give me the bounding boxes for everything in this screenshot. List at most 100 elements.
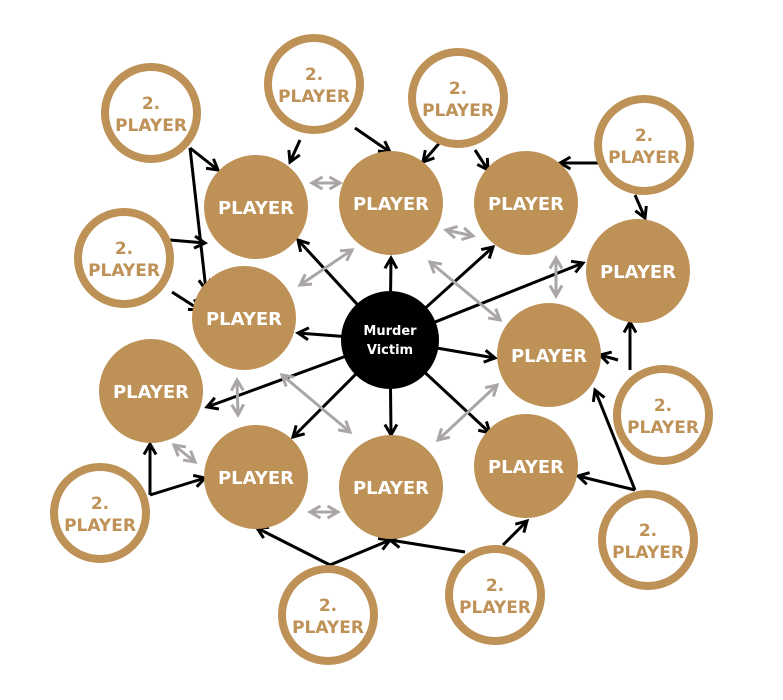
player-node: PLAYER — [586, 219, 690, 323]
player-label: PLAYER — [600, 262, 676, 283]
mutual-relationship-arrow — [427, 260, 503, 322]
secondary-player-circle — [613, 365, 713, 465]
secondary-player-number: 2. — [305, 65, 323, 85]
secondary-player-number: 2. — [449, 79, 467, 99]
secondary-player-arrow — [473, 149, 490, 173]
secondary-player-circle — [264, 34, 364, 134]
secondary-player-node: 2.PLAYER — [594, 95, 694, 195]
victim-circle — [341, 291, 439, 389]
player-circle — [99, 339, 203, 443]
secondary-player-arrow — [387, 534, 466, 554]
secondary-player-circle — [74, 208, 174, 308]
player-node: PLAYER — [339, 151, 443, 255]
secondary-player-label: PLAYER — [608, 148, 680, 168]
secondary-player-label: PLAYER — [278, 87, 350, 107]
player-circle — [204, 425, 308, 529]
player-label: PLAYER — [511, 346, 587, 367]
victim-to-player-arrow — [295, 237, 365, 312]
secondary-player-arrow — [354, 126, 393, 154]
mutual-relationship-arrow — [297, 248, 355, 287]
secondary-player-node: 2.PLAYER — [50, 463, 150, 563]
player-circle — [586, 219, 690, 323]
secondary-player-circle — [598, 490, 698, 590]
nodes-layer: PLAYER PLAYER PLAYER PLAYER PLAYER PLAYER PLAY… — [50, 34, 713, 665]
player-node: PLAYER — [204, 425, 308, 529]
secondary-player-number: 2. — [142, 94, 160, 114]
secondary-player-arrow — [254, 525, 331, 567]
player-circle — [204, 155, 308, 259]
secondary-player-arrow — [188, 147, 213, 294]
secondary-player-circle — [50, 463, 150, 563]
victim-label-line1: Murder — [363, 324, 417, 339]
player-circle — [474, 151, 578, 255]
secondary-player-node: 2.PLAYER — [408, 48, 508, 148]
mutual-relationship-arrow — [229, 376, 246, 419]
player-circle — [192, 266, 296, 370]
victim-to-player-arrow — [429, 345, 498, 364]
secondary-player-label: PLAYER — [422, 101, 494, 121]
secondary-player-label: PLAYER — [627, 418, 699, 438]
secondary-player-number: 2. — [654, 396, 672, 416]
secondary-player-arrow — [189, 146, 221, 172]
secondary-player-label: PLAYER — [115, 116, 187, 136]
mutual-relationship-arrow — [443, 224, 476, 242]
secondary-player-circle — [101, 63, 201, 163]
player-label: PLAYER — [353, 478, 429, 499]
secondary-player-node: 2.PLAYER — [445, 545, 545, 645]
secondary-player-circle — [278, 565, 378, 665]
secondary-player-circle — [408, 48, 508, 148]
player-node: PLAYER — [99, 339, 203, 443]
secondary-player-number: 2. — [486, 576, 504, 596]
secondary-player-node: 2.PLAYER — [278, 565, 378, 665]
player-node: PLAYER — [204, 155, 308, 259]
secondary-player-label: PLAYER — [292, 618, 364, 638]
player-node: PLAYER — [474, 151, 578, 255]
secondary-player-node: 2.PLAYER — [598, 490, 698, 590]
player-circle — [339, 151, 443, 255]
player-node: PLAYER — [497, 303, 601, 407]
victim-to-player-arrow — [290, 367, 363, 440]
player-circle — [339, 435, 443, 539]
player-label: PLAYER — [353, 194, 429, 215]
mutual-relationship-arrow — [171, 443, 198, 464]
player-circle — [497, 303, 601, 407]
secondary-player-node: 2.PLAYER — [101, 63, 201, 163]
victim-label-line2: Victim — [367, 343, 413, 358]
secondary-player-number: 2. — [319, 596, 337, 616]
secondary-player-node: 2.PLAYER — [264, 34, 364, 134]
secondary-player-number: 2. — [639, 521, 657, 541]
secondary-player-number: 2. — [115, 239, 133, 259]
secondary-player-label: PLAYER — [64, 516, 136, 536]
secondary-player-arrow — [169, 234, 209, 250]
player-label: PLAYER — [488, 457, 564, 478]
secondary-player-number: 2. — [635, 126, 653, 146]
secondary-player-node: 2.PLAYER — [74, 208, 174, 308]
player-node: PLAYER — [339, 435, 443, 539]
player-label: PLAYER — [488, 194, 564, 215]
secondary-player-arrow — [501, 518, 530, 547]
secondary-player-arrow — [633, 194, 648, 221]
player-circle — [474, 414, 578, 518]
secondary-player-arrow — [575, 471, 636, 492]
secondary-player-circle — [445, 545, 545, 645]
secondary-player-arrow — [329, 537, 393, 567]
secondary-player-node: 2.PLAYER — [613, 365, 713, 465]
player-label: PLAYER — [113, 382, 189, 403]
mutual-relationship-arrow — [279, 373, 353, 434]
secondary-player-number: 2. — [91, 494, 109, 514]
secondary-player-label: PLAYER — [88, 261, 160, 281]
secondary-player-circle — [594, 95, 694, 195]
secondary-player-label: PLAYER — [459, 598, 531, 618]
player-label: PLAYER — [218, 198, 294, 219]
secondary-player-arrow — [591, 387, 637, 491]
player-label: PLAYER — [206, 309, 282, 330]
player-node: PLAYER — [474, 414, 578, 518]
player-label: PLAYER — [218, 468, 294, 489]
mutual-relationship-arrow — [435, 382, 500, 443]
secondary-player-label: PLAYER — [612, 543, 684, 563]
player-node: PLAYER — [192, 266, 296, 370]
victim-to-player-arrow — [383, 379, 399, 439]
secondary-player-arrow — [149, 473, 208, 497]
